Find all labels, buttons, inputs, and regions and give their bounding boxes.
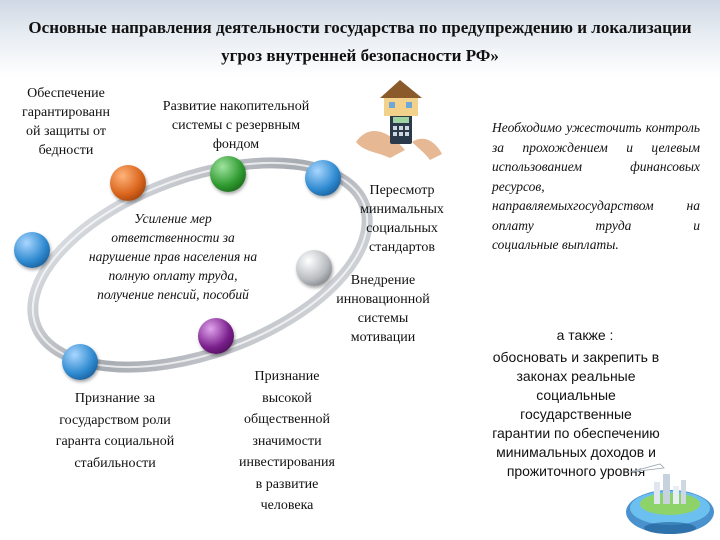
node-innovation-motivation: Внедрение инновационной системы мотиваци… — [336, 273, 430, 345]
also-body: обосновать и закрепить в законах реальны… — [492, 349, 660, 479]
node-responsibility-measures: Усиление мер ответственности за нарушени… — [88, 211, 258, 302]
node-human-investment: Признание высокой общественной значимост… — [239, 369, 335, 513]
blue-node-ball-left — [14, 232, 50, 268]
node-social-standards: Пересмотр минимальных социальных стандар… — [360, 183, 444, 255]
blue-node-ball-bottom — [62, 344, 98, 380]
page-title: Основные направления деятельности госуда… — [28, 18, 692, 65]
orbit-ring-highlight — [31, 161, 369, 369]
silver-node-ball — [296, 250, 332, 286]
control-text-block: Необходимо ужесточить контроль за прохож… — [492, 118, 700, 255]
blue-node-ball-top — [305, 160, 341, 196]
control-text-last: социальные выплаты. — [492, 237, 619, 252]
node-poverty-protection: Обеспечение гарантированн ой защиты от б… — [22, 86, 110, 158]
purple-node-ball — [198, 318, 234, 354]
node-state-guarantor: Признание за государством роли гаранта с… — [55, 391, 175, 471]
control-text-main: Необходимо ужесточить контроль за прохож… — [492, 120, 700, 233]
green-node-ball — [210, 156, 246, 192]
node-reserve-fund: Развитие накопительной системы с резервн… — [162, 99, 310, 152]
also-heading: а также : — [556, 327, 614, 343]
house-calculator-icon — [356, 80, 442, 160]
globe-city-icon — [626, 463, 714, 534]
header-band — [0, 0, 720, 78]
orange-node-ball — [110, 165, 146, 201]
